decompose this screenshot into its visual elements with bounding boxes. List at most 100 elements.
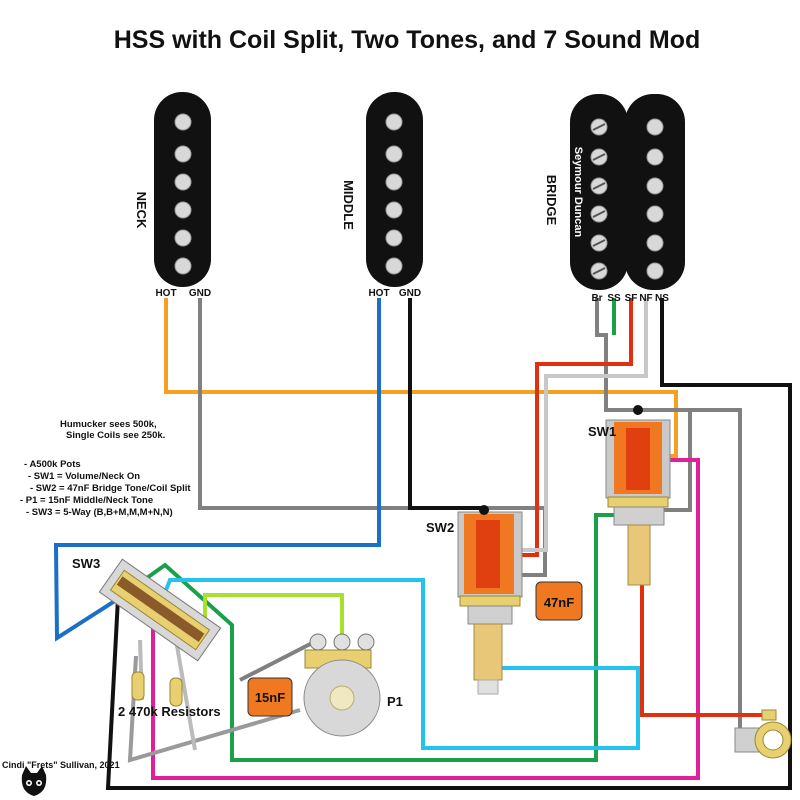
wire-bridge-ns-black bbox=[105, 298, 792, 790]
sw1-pot-case bbox=[607, 496, 669, 508]
sw1-terminals-base bbox=[613, 506, 665, 526]
p1-tone-pot[interactable]: P1 bbox=[303, 633, 403, 737]
bridge-terminal-nf: NF bbox=[639, 293, 652, 304]
sw3-label: SW3 bbox=[72, 556, 100, 571]
neck-hot-label: HOT bbox=[155, 288, 176, 299]
wire-green bbox=[128, 513, 628, 762]
middle-pole-pieces bbox=[385, 113, 403, 275]
sw2-pot-case bbox=[459, 595, 521, 607]
middle-gnd-label: GND bbox=[399, 288, 421, 299]
cap-15nf-body bbox=[247, 677, 293, 717]
wire-bridge-sf-red bbox=[515, 298, 633, 557]
p1-label: P1 bbox=[387, 694, 403, 709]
neck-pole-4 bbox=[174, 201, 192, 219]
p1-lug-2 bbox=[333, 633, 351, 651]
note-humbucker-1: Humucker sees 500k, bbox=[60, 419, 157, 430]
credit-text: Cindi "Frets" Sullivan, 2021 bbox=[2, 760, 120, 770]
neck-pickup-label: NECK bbox=[134, 192, 149, 229]
cap-15nf-label: 15nF bbox=[255, 690, 285, 705]
diagram-title: HSS with Coil Split, Two Tones, and 7 So… bbox=[114, 26, 701, 54]
bridge-screw-4 bbox=[590, 205, 608, 223]
middle-pole-4 bbox=[385, 201, 403, 219]
neck-pole-1 bbox=[174, 113, 192, 131]
sw1-switch-pot[interactable]: SW1 bbox=[588, 405, 671, 586]
wire-middle-hot-blue bbox=[53, 298, 381, 642]
sw2-switch-pot[interactable]: SW2 bbox=[426, 505, 523, 695]
bridge-slug-3 bbox=[646, 177, 664, 195]
note-list-2: - SW1 = Volume/Neck On bbox=[28, 471, 140, 482]
jack-hole bbox=[762, 729, 784, 751]
neck-gnd-label: GND bbox=[189, 288, 211, 299]
sw2-terminals-base bbox=[467, 605, 513, 625]
bridge-brand-label: Seymour Duncan bbox=[572, 147, 584, 238]
bridge-screw-poles bbox=[590, 118, 608, 280]
resistor-1 bbox=[131, 671, 145, 701]
note-list-5: - SW3 = 5-Way (B,B+M,M,M+N,N) bbox=[26, 507, 173, 518]
wire-pink bbox=[151, 458, 700, 780]
note-list-4: - P1 = 15nF Middle/Neck Tone bbox=[20, 495, 153, 506]
bridge-screw-3 bbox=[590, 177, 608, 195]
middle-pickup-label: MIDDLE bbox=[341, 180, 356, 230]
neck-pole-2 bbox=[174, 145, 192, 163]
resistors-label: 2 470k Resistors bbox=[118, 704, 221, 719]
wire-middle-gnd-black bbox=[408, 298, 484, 510]
neck-pole-6 bbox=[174, 257, 192, 275]
p1-lug-3 bbox=[357, 633, 375, 651]
wire-bridge-nf-gray bbox=[520, 298, 648, 552]
sw2-switch-inner bbox=[476, 520, 500, 588]
bridge-terminal-sf: SF bbox=[625, 293, 638, 304]
middle-hot-label: HOT bbox=[368, 288, 389, 299]
wire-cyan bbox=[156, 578, 640, 750]
bridge-slug-5 bbox=[646, 234, 664, 252]
sw1-switch-inner bbox=[626, 428, 650, 490]
wire-pot-gray bbox=[239, 638, 319, 682]
p1-lug-1 bbox=[309, 633, 327, 651]
wire-red-jack bbox=[640, 520, 770, 717]
bridge-slug-2 bbox=[646, 148, 664, 166]
capacitor-47nf[interactable]: 47nF bbox=[535, 581, 583, 621]
wire-bridge-br-gray bbox=[595, 298, 742, 730]
middle-pole-6 bbox=[385, 257, 403, 275]
bridge-screw-6 bbox=[590, 262, 608, 280]
capacitor-15nf[interactable]: 15nF bbox=[247, 677, 293, 717]
bridge-slug-poles bbox=[646, 118, 664, 280]
bridge-slug-4 bbox=[646, 205, 664, 223]
bridge-pickup-label: BRIDGE bbox=[544, 175, 559, 226]
bridge-terminal-br: Br bbox=[591, 293, 602, 304]
bridge-screw-2 bbox=[590, 148, 608, 166]
middle-pickup[interactable]: MIDDLE HOT GND bbox=[341, 92, 423, 299]
middle-pole-1 bbox=[385, 113, 403, 131]
bridge-terminal-ns: NS bbox=[655, 293, 669, 304]
neck-pole-5 bbox=[174, 229, 192, 247]
notes: Humucker sees 500k, Single Coils see 250… bbox=[20, 419, 191, 518]
note-humbucker-2: Single Coils see 250k. bbox=[66, 430, 165, 441]
note-list-1: - A500k Pots bbox=[24, 459, 81, 470]
note-list-3: - SW2 = 47nF Bridge Tone/Coil Split bbox=[30, 483, 191, 494]
middle-pole-2 bbox=[385, 145, 403, 163]
sw1-shaft bbox=[627, 524, 651, 586]
bridge-screw-5 bbox=[590, 234, 608, 252]
cap-47nf-body bbox=[535, 581, 583, 621]
sw3-five-way-switch[interactable]: SW3 bbox=[72, 556, 222, 662]
sw1-label: SW1 bbox=[588, 424, 616, 439]
sw1-junction bbox=[633, 405, 643, 415]
neck-pole-3 bbox=[174, 173, 192, 191]
cat-logo-icon bbox=[21, 766, 47, 796]
cap-47nf-label: 47nF bbox=[544, 595, 574, 610]
neck-pole-pieces bbox=[174, 113, 192, 275]
p1-shaft bbox=[329, 685, 355, 711]
jack-tip-lug bbox=[761, 709, 777, 721]
sw2-shaft bbox=[473, 623, 503, 681]
output-jack[interactable] bbox=[734, 709, 792, 759]
sw2-label: SW2 bbox=[426, 520, 454, 535]
sw3-lever bbox=[116, 576, 205, 642]
neck-pickup[interactable]: NECK HOT GND bbox=[134, 92, 211, 299]
bridge-slug-1 bbox=[646, 118, 664, 136]
resistor-2 bbox=[169, 677, 183, 707]
wire-resistor-lead-2 bbox=[174, 639, 197, 751]
resistors: 2 470k Resistors bbox=[118, 671, 221, 719]
sw2-knob bbox=[477, 679, 499, 695]
